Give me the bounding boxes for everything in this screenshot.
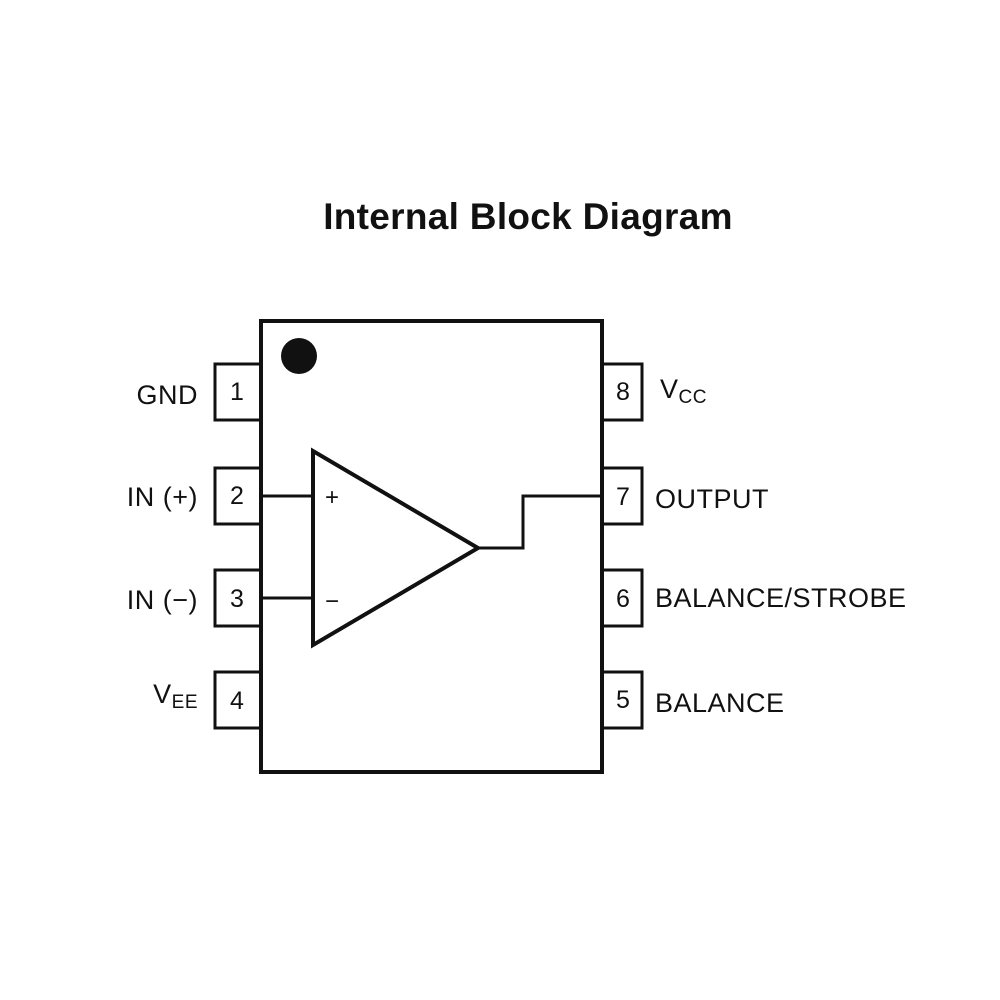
pin-3: 3 IN (−) xyxy=(127,568,261,628)
pin-5-number: 5 xyxy=(616,686,630,714)
pin-4-label-subscript: EE xyxy=(172,692,198,713)
pin-7: 7 OUTPUT xyxy=(602,466,769,526)
pin-4: 4 VEE xyxy=(153,670,261,730)
pin-6: 6 BALANCE/STROBE xyxy=(602,568,907,628)
pin-5-label: BALANCE xyxy=(655,688,785,718)
pin-5-lead xyxy=(602,670,644,730)
pin-8: 8 VCC xyxy=(602,362,707,422)
opamp-symbol xyxy=(311,447,482,649)
pin-8-label-main: V xyxy=(660,374,679,404)
pin-8-number: 8 xyxy=(616,378,630,406)
pin-6-number: 6 xyxy=(616,585,630,613)
pin-7-number: 7 xyxy=(616,483,630,511)
pin-8-label-subscript: CC xyxy=(679,387,707,408)
pin-4-label: VEE xyxy=(153,679,198,713)
pin-6-lead xyxy=(602,568,644,628)
pin-6-label: BALANCE/STROBE xyxy=(655,583,907,613)
pin-2-lead xyxy=(213,466,261,526)
pin-1-lead xyxy=(213,362,261,422)
pin-4-number: 4 xyxy=(230,687,244,715)
pin-8-lead xyxy=(602,362,644,422)
pin1-indicator-dot xyxy=(281,338,317,374)
wire-output xyxy=(478,494,602,550)
ic-body xyxy=(259,319,604,774)
pin-8-label: VCC xyxy=(660,374,707,408)
pin-4-lead xyxy=(213,670,261,730)
pin-4-label-main: V xyxy=(153,679,172,709)
opamp-plus-sign: + xyxy=(325,484,339,511)
pin-2-number: 2 xyxy=(230,482,244,510)
pin-1-label: GND xyxy=(137,380,199,410)
pin-2-label: IN (+) xyxy=(127,482,198,512)
pin-7-label: OUTPUT xyxy=(655,484,769,514)
pin-3-label: IN (−) xyxy=(127,585,198,615)
diagram-title: Internal Block Diagram xyxy=(323,196,733,237)
pin-3-lead xyxy=(213,568,261,628)
pin-5: 5 BALANCE xyxy=(602,670,785,730)
pin-7-lead xyxy=(602,466,644,526)
pin-2: 2 IN (+) xyxy=(127,466,261,526)
pin-1: 1 GND xyxy=(137,362,261,422)
opamp-minus-sign: − xyxy=(325,588,339,615)
pin-3-number: 3 xyxy=(230,585,244,613)
pin-1-number: 1 xyxy=(230,378,244,406)
